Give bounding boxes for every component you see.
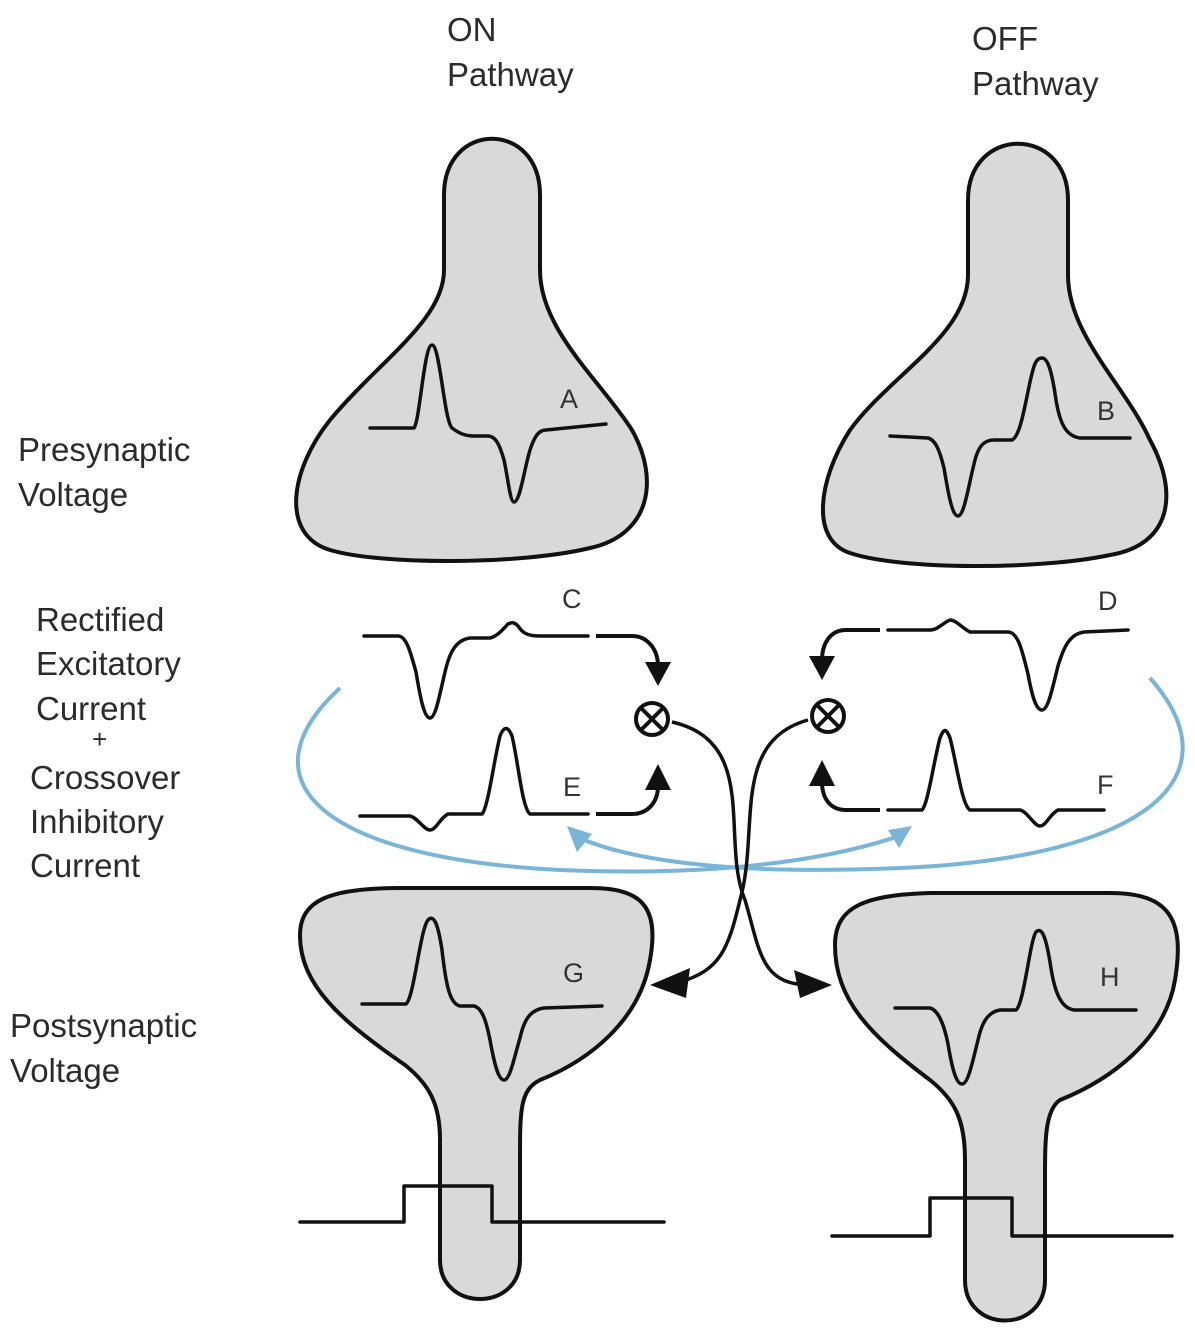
on-multiplier-to-off-cell-arrow [672,722,810,985]
c-to-multiplier-arrow [596,636,658,666]
on-header-line2: Pathway [447,56,574,93]
trace-c-wave [364,623,588,718]
off-multiplier-to-on-cell-arrow [680,720,808,982]
off-header-line2: Pathway [972,65,1099,102]
current-label-line3: Current [36,690,146,727]
trace-b-label: B [1097,396,1115,426]
off-crossover-arrowhead-icon [567,826,592,852]
presynaptic-label-line2: Voltage [18,476,128,513]
trace-h-label: H [1100,962,1120,992]
postsynaptic-label-line2: Voltage [10,1052,120,1089]
on-postsynaptic-cell [300,888,653,1299]
e-arrowhead-icon [645,764,671,790]
trace-f-wave [888,731,1104,827]
off-cell-arrowhead-icon [794,970,832,998]
on-presynaptic-cell [296,139,647,561]
c-arrowhead-icon [645,662,671,686]
current-label-line6: Current [30,847,140,884]
d-to-multiplier-arrow [822,630,880,660]
postsynaptic-label-line1: Postsynaptic [10,1007,197,1044]
trace-e-wave [360,729,588,831]
presynaptic-label-line1: Presynaptic [18,431,190,468]
trace-d-wave [888,620,1128,710]
current-label-line2: Excitatory [36,645,181,682]
current-label-plus: + [92,724,107,754]
trace-a-label: A [560,384,578,414]
trace-e-label: E [563,772,581,802]
d-arrowhead-icon [809,656,835,680]
on-cell-arrowhead-icon [650,968,690,998]
current-label-line1: Rectified [36,601,164,638]
on-header-line1: ON [447,11,497,48]
off-header-line1: OFF [972,20,1038,57]
f-to-multiplier-arrow [822,782,880,810]
off-multiplier-icon [812,700,844,732]
trace-f-label: F [1097,770,1114,800]
f-arrowhead-icon [809,760,835,786]
on-multiplier-icon [636,703,668,735]
trace-c-label: C [562,584,582,614]
off-presynaptic-cell [823,144,1166,566]
e-to-multiplier-arrow [596,786,658,814]
trace-g-label: G [563,958,584,988]
current-label-line5: Inhibitory [30,803,164,840]
current-label-line4: Crossover [30,759,180,796]
trace-d-label: D [1098,586,1118,616]
off-postsynaptic-cell [835,893,1178,1321]
